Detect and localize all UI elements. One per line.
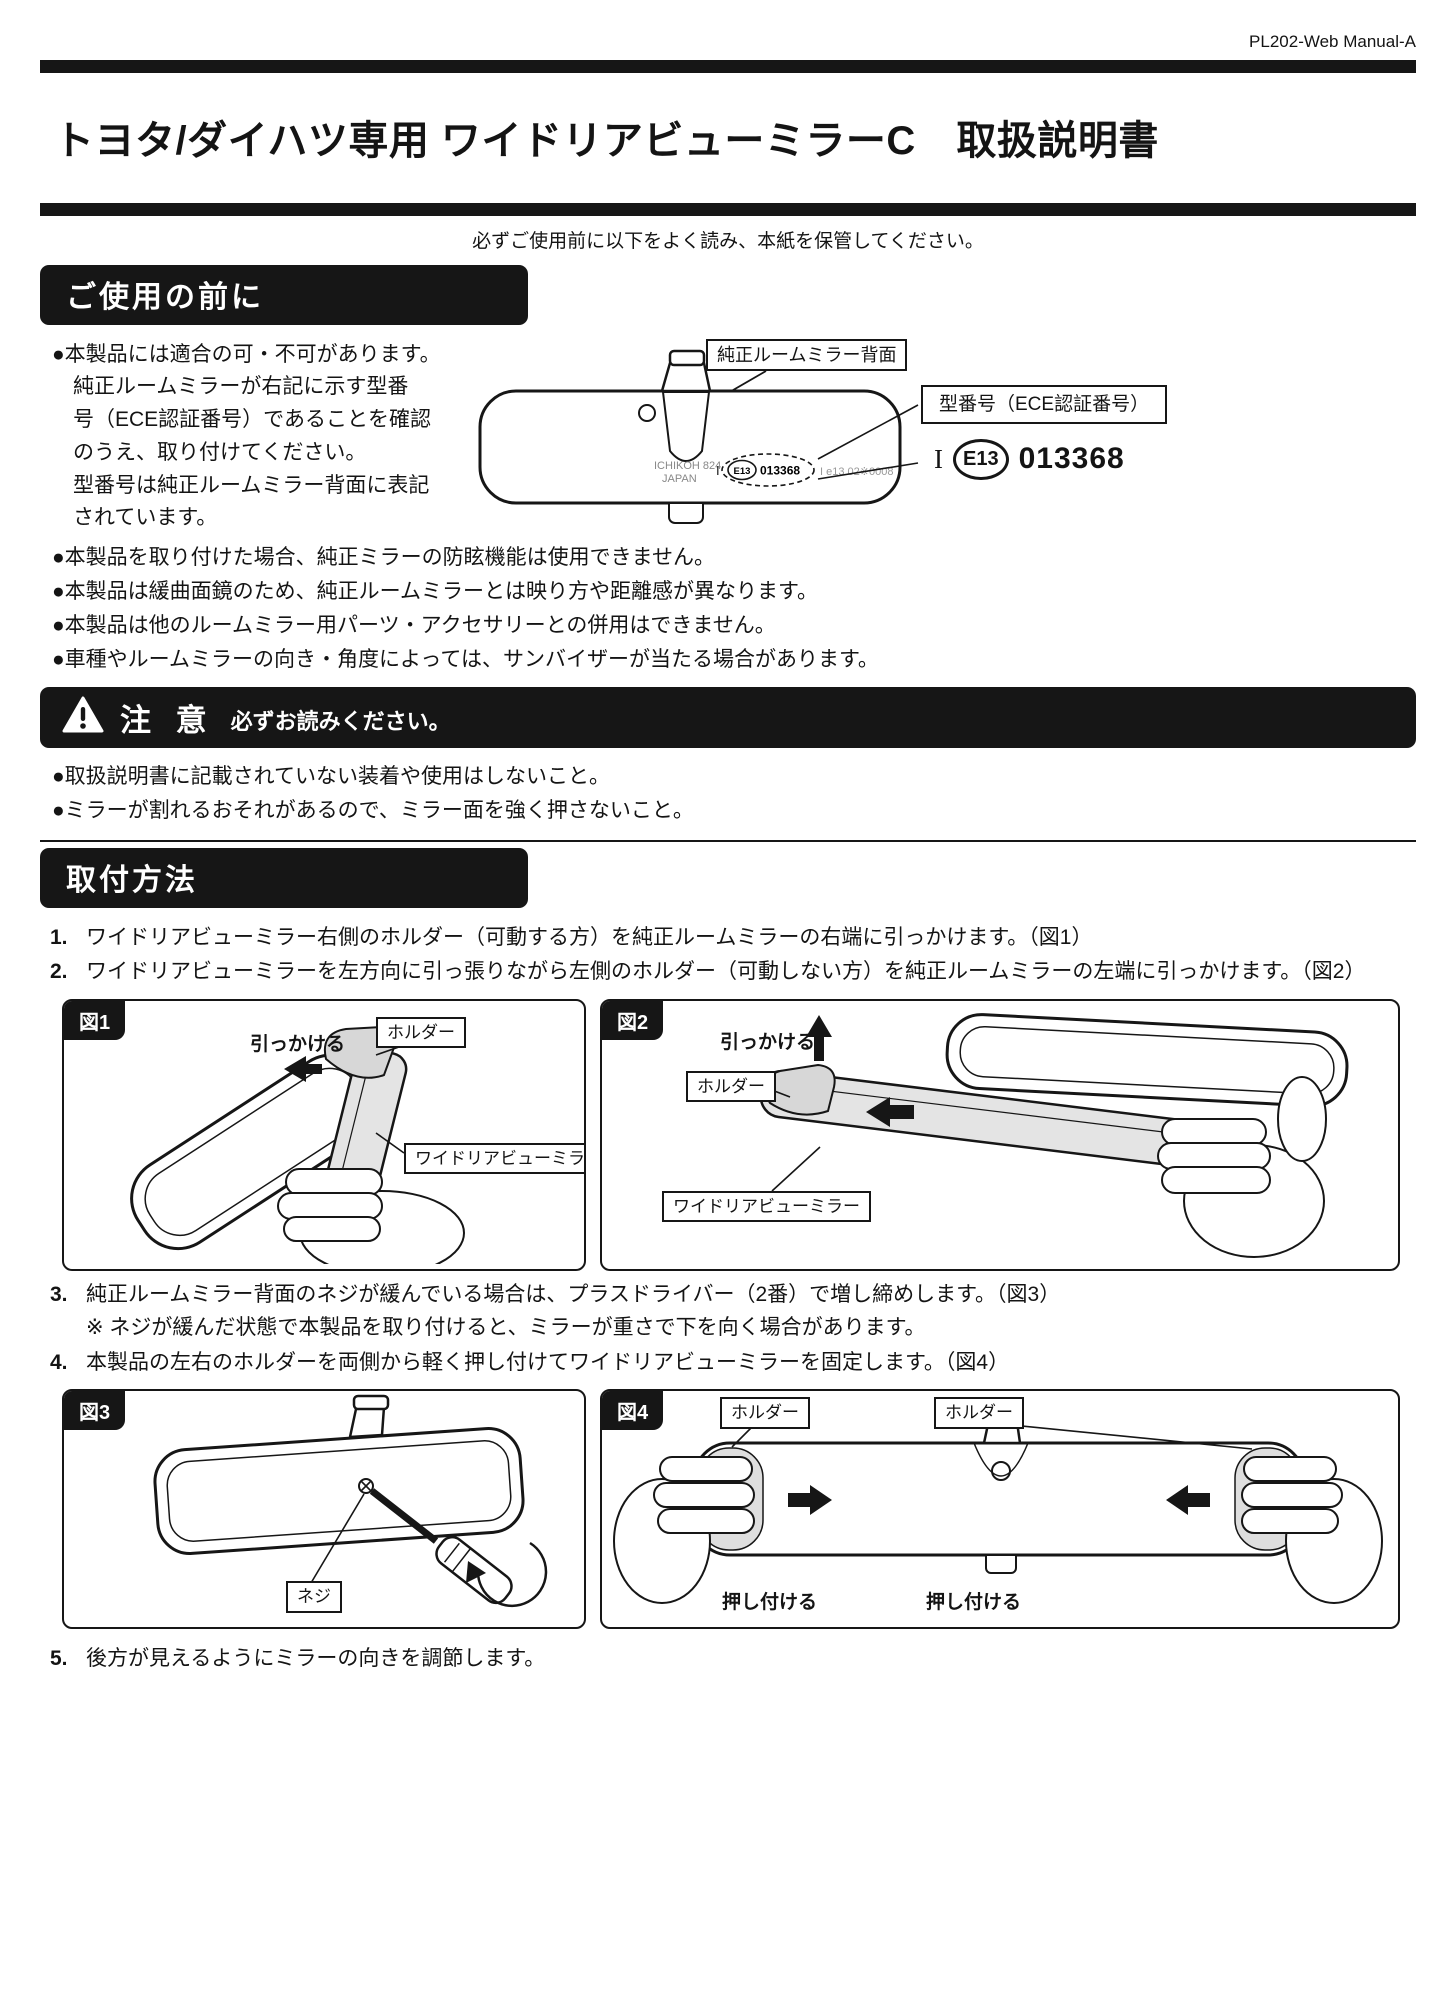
before-use-bullet: ●本製品は緩曲面鏡のため、純正ルームミラーとは映り方や距離感が異なります。 bbox=[52, 579, 818, 603]
warning-icon bbox=[62, 696, 104, 739]
hook-action-label: 引っかける bbox=[250, 1034, 346, 1056]
brand-text: ICHIKOH 824 bbox=[654, 460, 721, 472]
ece-code-large: I E13 013368 bbox=[934, 438, 1125, 480]
manual-page: PL202-Web Manual-A トヨタ/ダイハツ専用 ワイドリアビューミラ… bbox=[40, 32, 1416, 1676]
press-label-right: 押し付ける bbox=[926, 1592, 1022, 1614]
hands bbox=[613, 1456, 1383, 1605]
figure-tab: 図4 bbox=[602, 1391, 664, 1431]
figure-3-illustration bbox=[153, 1395, 548, 1608]
intro-line: ●本製品には適合の可・不可があります。 bbox=[52, 342, 441, 366]
step-text: 純正ルームミラー背面のネジが緩んでいる場合は、プラスドライバー（2番）で増し締め… bbox=[86, 1283, 1061, 1307]
hand bbox=[1157, 1076, 1327, 1259]
caution-bullet: ●ミラーが割れるおそれがあるので、ミラー面を強く押さないこと。 bbox=[52, 798, 694, 822]
ece-mark-oval: E13 bbox=[953, 438, 1009, 480]
ece-prefix: I bbox=[934, 443, 943, 474]
dashed-highlight-oval bbox=[721, 452, 815, 487]
rotate-arrow bbox=[476, 1542, 548, 1608]
figure-4: 図4 ホルダー ホルダー 押し付ける 押し付ける bbox=[600, 1389, 1400, 1630]
caution-subtitle: 必ずお読みください。 bbox=[230, 708, 451, 734]
mirror-label: ワイドリアビューミラー bbox=[662, 1191, 871, 1223]
step-number: 2. bbox=[50, 960, 68, 984]
pull-direction-arrow bbox=[866, 1097, 914, 1128]
step-number: 4. bbox=[50, 1350, 68, 1374]
brand-text: JAPAN bbox=[662, 473, 697, 485]
before-use-bullet: ●本製品を取り付けた場合、純正ミラーの防眩機能は使用できません。 bbox=[52, 545, 716, 569]
usage-notice: 必ずご使用前に以下をよく読み、本紙を保管してください。 bbox=[472, 230, 984, 252]
caution-header-bar: 注 意 必ずお読みください。 bbox=[40, 686, 1416, 748]
doc-code: PL202-Web Manual-A bbox=[1249, 32, 1416, 51]
caution-bullets: ●取扱説明書に記載されていない装着や使用はしないこと。 ●ミラーが割れるおそれが… bbox=[40, 748, 1416, 828]
install-steps-2: 3. 純正ルームミラー背面のネジが緩んでいる場合は、プラスドライバー（2番）で増… bbox=[40, 1279, 1416, 1379]
section-header-before-use: ご使用の前に bbox=[40, 264, 528, 325]
figure-4-illustration bbox=[613, 1401, 1383, 1605]
holder-label: ホルダー bbox=[376, 1017, 466, 1049]
intro-line: されています。 bbox=[73, 506, 218, 530]
figure-row-2: 図3 ネジ bbox=[40, 1389, 1416, 1630]
step-text: ワイドリアビューミラーを左方向に引っ張りながら左側のホルダー（可動しない方）を純… bbox=[86, 960, 1366, 984]
figure-1: 図1 ホルダー 引っかける ワイドリアビューミラー bbox=[62, 999, 586, 1272]
caution-section: 注 意 必ずお読みください。 ●取扱説明書に記載されていない装着や使用はしないこ… bbox=[40, 686, 1416, 842]
step-note: ※ ネジが緩んだ状態で本製品を取り付けると、ミラーが重さで下を向く場合があります… bbox=[86, 1315, 926, 1339]
step-number: 1. bbox=[50, 925, 68, 949]
hook-action-label: 引っかける bbox=[720, 1032, 816, 1054]
before-use-bullet: ●車種やルームミラーの向き・角度によっては、サンバイザーが当たる場合があります。 bbox=[52, 647, 879, 671]
section-header-install: 取付方法 bbox=[40, 847, 528, 908]
figure-2-illustration bbox=[759, 1013, 1349, 1259]
caution-bullet: ●取扱説明書に記載されていない装着や使用はしないこと。 bbox=[52, 764, 611, 788]
intro-line: のうえ、取り付けてください。 bbox=[73, 440, 367, 464]
press-label-left: 押し付ける bbox=[722, 1592, 818, 1614]
step-number: 3. bbox=[50, 1283, 68, 1307]
install-step-3: 3. 純正ルームミラー背面のネジが緩んでいる場合は、プラスドライバー（2番）で増… bbox=[50, 1279, 1416, 1345]
label-model-number: 型番号（ECE認証番号） bbox=[921, 384, 1168, 425]
page-title: トヨタ/ダイハツ専用 ワイドリアビューミラーC 取扱説明書 bbox=[54, 118, 1159, 163]
step-text: ワイドリアビューミラー右側のホルダー（可動する方）を純正ルームミラーの右端に引っ… bbox=[86, 925, 1093, 949]
hook-direction-arrow bbox=[284, 1056, 322, 1083]
before-use-intro-row: ●本製品には適合の可・不可があります。 純正ルームミラーが右記に示す型番 号（E… bbox=[40, 338, 1416, 537]
step-text: 後方が見えるようにミラーの向きを調節します。 bbox=[86, 1647, 546, 1671]
before-use-bullets: ●本製品を取り付けた場合、純正ミラーの防眩機能は使用できません。 ●本製品は緩曲… bbox=[40, 541, 1416, 677]
hand bbox=[277, 1168, 465, 1265]
step-text: 本製品の左右のホルダーを両側から軽く押し付けてワイドリアビューミラーを固定します… bbox=[86, 1350, 1010, 1374]
intro-line: 型番号は純正ルームミラー背面に表記 bbox=[73, 473, 430, 497]
figure-tab: 図3 bbox=[64, 1391, 126, 1431]
press-arrow-left bbox=[788, 1485, 832, 1516]
holder-label: ホルダー bbox=[686, 1071, 776, 1103]
mirror-label: ワイドリアビューミラー bbox=[404, 1143, 584, 1175]
install-steps: 1. ワイドリアビューミラー右側のホルダー（可動する方）を純正ルームミラーの右端… bbox=[40, 922, 1416, 990]
label-mirror-back: 純正ルームミラー背面 bbox=[706, 338, 908, 372]
title-rule-top bbox=[40, 60, 1416, 73]
figure-3: 図3 ネジ bbox=[62, 1389, 586, 1630]
holder-label-left: ホルダー bbox=[720, 1397, 810, 1429]
intro-line: 純正ルームミラーが右記に示す型番 bbox=[73, 375, 409, 399]
step-number: 5. bbox=[50, 1647, 68, 1671]
code-prefix: I bbox=[716, 463, 720, 478]
before-use-bullet: ●本製品は他のルームミラー用パーツ・アクセサリーとの併用はできません。 bbox=[52, 613, 776, 637]
intro-line: 号（ECE認証番号）であることを確認 bbox=[73, 408, 431, 432]
figure-row-1: 図1 ホルダー 引っかける ワイドリアビューミラー bbox=[40, 999, 1416, 1272]
install-step-1: 1. ワイドリアビューミラー右側のホルダー（可動する方）を純正ルームミラーの右端… bbox=[50, 922, 1416, 955]
figure-tab: 図1 bbox=[64, 1001, 126, 1041]
install-step-5: 5. 後方が見えるようにミラーの向きを調節します。 bbox=[50, 1643, 1416, 1676]
figure-tab: 図2 bbox=[602, 1001, 664, 1041]
caution-title: 注 意 bbox=[120, 702, 215, 738]
figure-1-illustration bbox=[130, 1026, 465, 1265]
ece-mark-small: E13 bbox=[734, 466, 751, 477]
screw-label: ネジ bbox=[286, 1581, 342, 1613]
screwdriver-shaft bbox=[369, 1488, 439, 1545]
figure-2: 図2 引っかける ホルダー ワイドリアビューミラー bbox=[600, 999, 1400, 1272]
install-step-4: 4. 本製品の左右のホルダーを両側から軽く押し付けてワイドリアビューミラーを固定… bbox=[50, 1347, 1416, 1380]
title-rule-bottom bbox=[40, 202, 1416, 216]
compatibility-note: ●本製品には適合の可・不可があります。 純正ルームミラーが右記に示す型番 号（E… bbox=[40, 339, 456, 537]
hook-direction-arrow bbox=[806, 1015, 832, 1062]
mirror-back-illustration: ICHIKOH 824 JAPAN I E13 013368 I e13 02※… bbox=[478, 349, 919, 524]
holder-label-right: ホルダー bbox=[934, 1397, 1024, 1429]
ece-number: 013368 bbox=[1018, 442, 1125, 476]
mirror-back-diagram: ICHIKOH 824 JAPAN I E13 013368 I e13 02※… bbox=[466, 338, 1426, 537]
install-steps-3: 5. 後方が見えるようにミラーの向きを調節します。 bbox=[40, 1643, 1416, 1676]
ece-number-small: 013368 bbox=[760, 463, 800, 477]
install-step-2: 2. ワイドリアビューミラーを左方向に引っ張りながら左側のホルダー（可動しない方… bbox=[50, 956, 1416, 989]
press-arrow-right bbox=[1166, 1485, 1210, 1516]
